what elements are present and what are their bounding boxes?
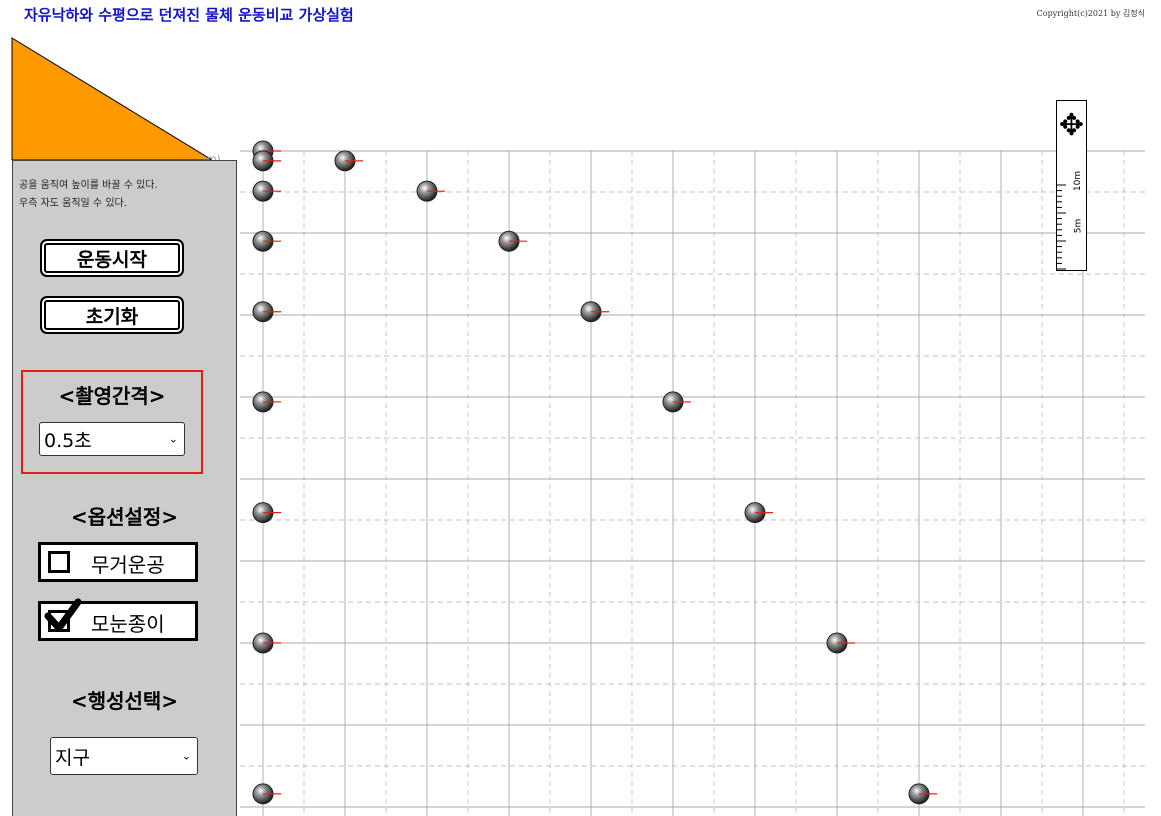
capture-interval-title: <촬영간격> [58, 384, 166, 408]
heavy-ball-checkbox[interactable]: 무거운공 [38, 542, 198, 582]
capture-interval-select[interactable]: 0.5초 ⌄ [39, 422, 185, 456]
chevron-down-icon: ⌄ [181, 749, 191, 763]
instruction-line-ball: 공을 움직여 높이를 바꿀 수 있다. [19, 180, 158, 191]
planet-value: 지구 [55, 746, 90, 769]
checkmark-icon [44, 598, 82, 632]
start-motion-button[interactable]: 운동시작 [40, 239, 184, 277]
instruction-line-ruler: 우측 자도 움직일 수 있다. [19, 198, 127, 209]
move-icon[interactable]: ✥ [1058, 108, 1085, 143]
graph-paper-label: 모눈종이 [91, 612, 165, 636]
reset-button[interactable]: 초기화 [40, 296, 184, 334]
copyright-text: Copyright(c)2021 by 김정식 [1036, 9, 1145, 18]
draggable-ruler[interactable]: ✥ 10m 5m [1056, 100, 1087, 271]
ruler-label-5m: 5m [1073, 218, 1084, 234]
graph-paper-checkbox[interactable]: 모눈종이 [38, 598, 198, 641]
scale-unit-label: (m) [203, 154, 221, 165]
ruler-ticks [1057, 184, 1066, 270]
launch-ramp-triangle [11, 37, 212, 160]
unchecked-box-icon [48, 551, 70, 573]
options-title: <옵션설정> [70, 505, 179, 529]
page-title: 자유낙하와 수평으로 던져진 물체 운동비교 가상실험 [24, 6, 354, 24]
ruler-label-10m: 10m [1073, 170, 1084, 192]
heavy-ball-label: 무거운공 [91, 553, 165, 577]
capture-interval-section: <촬영간격> 0.5초 ⌄ [21, 370, 203, 474]
planet-select[interactable]: 지구 ⌄ [50, 737, 198, 775]
control-panel: 공을 움직여 높이를 바꿀 수 있다. 우측 자도 움직일 수 있다. 운동시작… [12, 160, 237, 816]
capture-interval-value: 0.5초 [44, 429, 92, 452]
instruction-text: 공을 움직여 높이를 바꿀 수 있다. 우측 자도 움직일 수 있다. [19, 177, 158, 213]
chevron-down-icon: ⌄ [168, 432, 178, 446]
planet-title: <행성선택> [70, 689, 179, 713]
